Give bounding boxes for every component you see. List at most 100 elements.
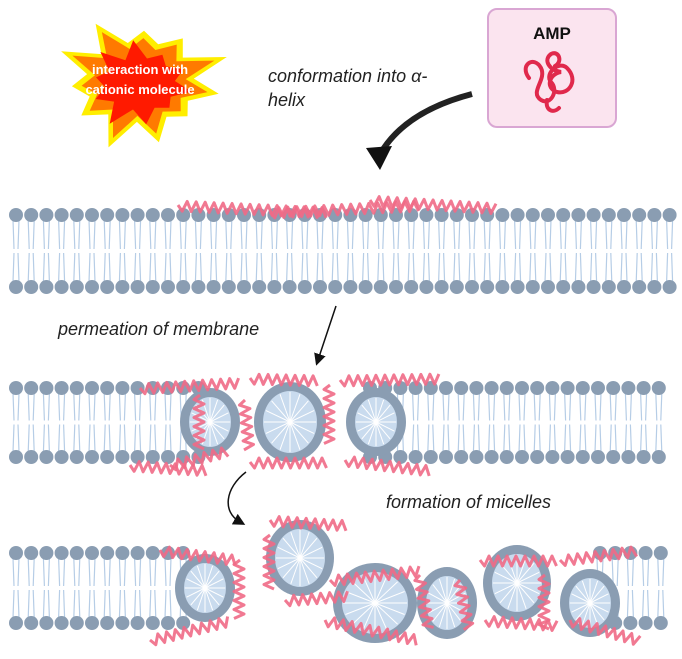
micelle-tail	[209, 412, 229, 423]
lipid-tail	[564, 392, 572, 453]
lipid-head	[54, 280, 69, 294]
lipid-tail	[134, 557, 142, 619]
lipid-head	[525, 280, 540, 294]
lipid-tail	[472, 392, 480, 453]
lipid-tail	[666, 219, 674, 283]
lipid-tail	[422, 219, 430, 283]
lipid-head	[469, 450, 484, 464]
lipid-bilayer	[9, 381, 206, 464]
lipid-tail	[503, 392, 511, 453]
lipid-head	[404, 208, 419, 222]
lipid-head	[24, 208, 39, 222]
lipid-head	[176, 616, 191, 630]
lipid-head	[408, 381, 423, 395]
lipid-head	[495, 208, 510, 222]
alpha-helix	[368, 195, 498, 215]
lipid-tail	[27, 219, 35, 283]
lipid-tail	[611, 557, 619, 619]
lipid-head	[571, 208, 586, 222]
micelle-tail	[571, 602, 591, 613]
lipid-head	[161, 208, 175, 222]
lipid-head	[515, 381, 529, 395]
micelle-tail	[290, 531, 301, 559]
lipid-head	[39, 208, 54, 222]
lipid-head	[24, 280, 39, 294]
lipid-head	[69, 381, 84, 395]
lipid-head	[39, 616, 54, 630]
lipid-head	[449, 280, 464, 294]
micelle-tail	[374, 602, 405, 615]
lipid-head	[145, 208, 160, 222]
lipid-tail	[118, 219, 126, 283]
micelle-tail	[289, 421, 301, 450]
lipid-head	[39, 546, 54, 560]
alpha-helix	[169, 446, 230, 472]
lipid-head	[85, 616, 99, 630]
lipid-tail	[134, 392, 142, 453]
micelle	[175, 554, 235, 622]
lipid-head	[591, 450, 605, 464]
lipid-head	[297, 280, 312, 294]
micelle-tail	[575, 585, 591, 604]
micelle-tail	[361, 421, 377, 440]
micelle-tail	[209, 421, 229, 432]
lipid-head	[100, 450, 115, 464]
lipid-head	[439, 381, 453, 395]
micelle-tail	[494, 571, 518, 584]
micelle-tail	[375, 421, 395, 432]
alpha-helix	[283, 590, 349, 608]
lipid-head	[9, 616, 23, 630]
lipid-head	[130, 616, 145, 630]
lipid-tail	[548, 392, 556, 453]
lipid-head	[560, 381, 575, 395]
micelle-tail	[209, 421, 225, 440]
micelle-tail	[375, 399, 385, 423]
micelle-tail	[191, 421, 211, 432]
micelle-tail	[265, 421, 291, 434]
lipid-tail	[149, 392, 157, 453]
micelle	[346, 388, 406, 456]
lipid-head	[623, 616, 638, 630]
lipid-head	[39, 381, 54, 395]
lipid-head	[591, 381, 605, 395]
lipid-tail	[149, 219, 157, 283]
lipid-head	[343, 280, 358, 294]
lipid-tail	[488, 392, 496, 453]
micelle-tail	[362, 575, 376, 604]
lipid-tail	[240, 219, 248, 283]
micelle-tail	[299, 531, 310, 559]
lipid-head	[176, 280, 191, 294]
lipid-tail	[27, 392, 35, 453]
micelle-tail	[204, 565, 214, 589]
lipid-head	[115, 381, 130, 395]
alpha-helix	[338, 372, 441, 388]
micelle-tail	[186, 578, 206, 589]
lipid-head	[54, 381, 69, 395]
micelle-tail	[289, 410, 315, 423]
lipid-tail	[483, 219, 491, 283]
micelle-tail	[299, 557, 323, 570]
lipid-tail	[609, 392, 617, 453]
lipid-head	[530, 381, 545, 395]
lipid-tail	[544, 219, 552, 283]
micelle-tail	[571, 593, 591, 604]
micelle-tail	[186, 587, 206, 598]
lipid-head	[586, 280, 601, 294]
lipid-tail	[58, 392, 66, 453]
lipid-head	[632, 280, 647, 294]
lipid-head	[145, 450, 160, 464]
lipid-head	[282, 280, 297, 294]
lipid-tail	[58, 219, 66, 283]
lipid-head	[556, 208, 571, 222]
micelle-tail	[204, 587, 214, 611]
micelle-tail	[375, 421, 391, 440]
micelle-tail	[204, 587, 224, 598]
micelle-tail	[345, 591, 376, 604]
lipid-head	[515, 450, 529, 464]
alpha-helix	[176, 199, 328, 219]
lipid-head	[267, 280, 282, 294]
lipid-tail	[650, 219, 658, 283]
micelle-tail	[277, 557, 301, 570]
micelle-tail	[289, 400, 309, 423]
lipid-head	[161, 616, 175, 630]
